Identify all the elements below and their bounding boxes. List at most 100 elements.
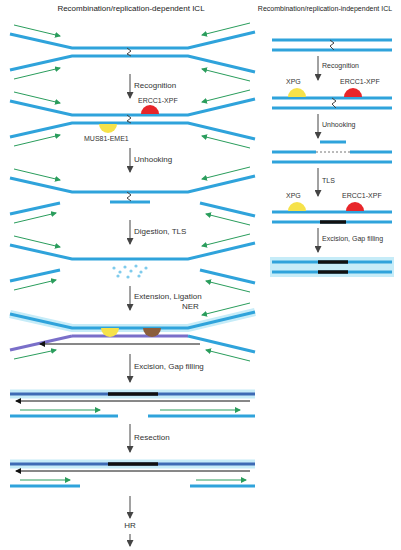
dna-strand: [350, 151, 392, 154]
strand-halo: [10, 312, 255, 328]
column-title: Recombination/replication-independent IC…: [249, 5, 401, 13]
nascent-strand: [20, 480, 70, 481]
nascent-strand: [202, 90, 250, 102]
dna-strand: [272, 271, 392, 274]
nonreplicating-duplex: [272, 142, 392, 162]
nascent-strand: [14, 25, 60, 36]
step-arrow: [318, 56, 319, 80]
step-arrow: [130, 424, 131, 452]
enzyme-label: XPG: [286, 192, 316, 200]
template-strand: [16, 401, 250, 402]
step-label: TLS: [322, 177, 400, 185]
step-arrow: [130, 354, 131, 382]
step-arrow: [130, 534, 131, 546]
strand-halo: [10, 390, 255, 399]
nascent-strand: [14, 350, 56, 359]
enzyme-label: XPG: [286, 78, 316, 86]
nascent-strand: [206, 350, 250, 361]
step-label: Extension, Ligation: [134, 292, 244, 301]
unhooked-fragment: [110, 201, 150, 204]
nascent-strand: [14, 169, 60, 180]
nascent-strand: [202, 23, 250, 35]
step-arrow: [130, 496, 131, 518]
nucleotide-dot: [126, 275, 129, 278]
dna-strand: [10, 123, 255, 139]
nascent-strand: [14, 280, 56, 290]
crosslink: [127, 48, 131, 56]
dna-strand: [10, 32, 255, 48]
unhooked-fragment: [320, 141, 346, 144]
nucleotide-dot: [112, 266, 115, 269]
replication-fork: [10, 23, 255, 81]
step-label: Unhooking: [134, 155, 244, 164]
nascent-strand: [14, 92, 60, 103]
nascent-strand: [202, 234, 250, 246]
nascent-strand: [14, 236, 60, 247]
column-title: Recombination/replication-dependent ICL: [0, 4, 262, 13]
strand-gap: [316, 152, 350, 153]
step-arrow: [318, 114, 319, 138]
ercc1-xpf-enzyme: [141, 105, 159, 114]
dna-strand: [10, 56, 255, 72]
crosslink: [127, 115, 131, 123]
nonreplicating-duplex: [272, 88, 392, 108]
dna-strand: [272, 151, 316, 154]
extended-strand: [72, 335, 188, 338]
repaired-duplex: [270, 257, 394, 277]
dna-strand: [10, 393, 255, 396]
step-label: NER: [182, 302, 222, 311]
strand-halo: [270, 257, 394, 277]
nascent-strand: [14, 135, 60, 146]
crosslink: [127, 192, 131, 201]
xpg-enzyme: [101, 328, 119, 337]
extension-arrow: [40, 344, 200, 345]
resected-duplexes: [10, 464, 255, 486]
nucleotide-dot: [144, 266, 147, 269]
enzyme-label: ERCC1-XPF: [138, 97, 208, 105]
repair-patch: [108, 392, 158, 396]
ercc1-xpf-enzyme: [346, 202, 364, 211]
xpg-enzyme: [288, 202, 306, 211]
nascent-strand: [206, 214, 250, 225]
crosslink: [332, 98, 336, 108]
step-arrow: [130, 220, 131, 244]
step-label: Excision, Gap filling: [322, 235, 401, 243]
nonreplicating-duplex: [272, 40, 392, 50]
template-strand: [16, 471, 250, 472]
nascent-strand: [14, 213, 56, 223]
dna-strand: [10, 176, 255, 192]
repair-patch: [318, 260, 348, 264]
step-label: Digestion, TLS: [134, 227, 244, 236]
nucleotide-dot: [123, 265, 126, 268]
dna-strand: [10, 99, 255, 115]
dna-strand: [10, 312, 255, 328]
enzyme-label: MUS81-EME1: [84, 135, 154, 143]
dna-strand: [10, 463, 255, 466]
dna-strand: [190, 485, 255, 488]
nucleotide-dot: [129, 269, 132, 272]
enzyme-label: ERCC1-XPF: [342, 192, 400, 200]
nascent-strand: [160, 410, 240, 411]
replication-fork: [10, 234, 255, 292]
step-arrow: [130, 74, 131, 98]
step-label: Recognition: [322, 62, 400, 70]
step-arrow: [130, 286, 131, 310]
ercc1-xpf-enzyme: [143, 328, 161, 337]
repair-patch: [108, 462, 158, 466]
nucleotide-dot: [116, 274, 119, 277]
nascent-strand: [202, 303, 250, 315]
dna-strand: [272, 161, 392, 164]
replication-fork: [10, 90, 255, 148]
xpg-enzyme: [288, 88, 306, 97]
replication-fork: [10, 167, 255, 225]
crosslink: [330, 40, 334, 50]
nucleotide-dot: [139, 270, 142, 273]
step-arrow: [318, 228, 319, 252]
dna-strand: [272, 107, 392, 110]
step-label: Recognition: [134, 81, 244, 90]
step-label: Excision, Gap filling: [134, 362, 254, 371]
nascent-strand: [202, 167, 250, 179]
nascent-strand: [202, 136, 250, 148]
dna-strand: [10, 243, 255, 259]
